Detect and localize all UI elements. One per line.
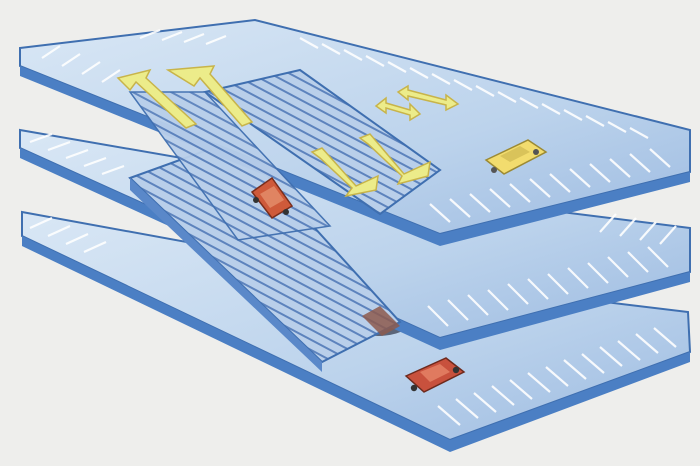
parking-garage-diagram: [0, 0, 700, 466]
diagram-canvas: [0, 0, 700, 466]
